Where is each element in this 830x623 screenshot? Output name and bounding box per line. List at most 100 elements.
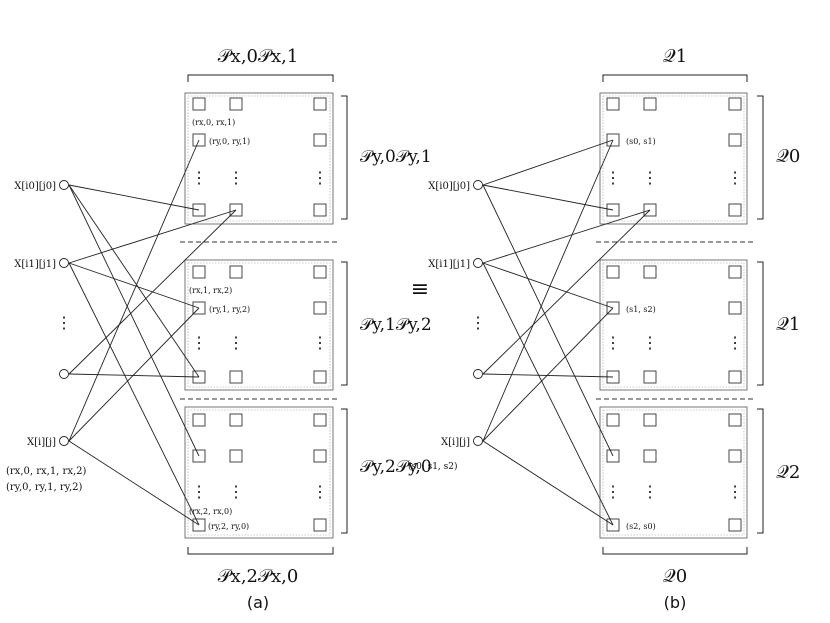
node-b [473,180,483,190]
node-b [473,369,483,379]
cell-a [192,97,206,111]
node-label-b: X[i][j] [441,437,470,448]
top-brace-b [602,74,748,82]
cell-a [313,413,327,427]
block-b-2-inner [602,262,745,388]
vdots-b: ⋮ [642,482,658,501]
cell-b [606,265,620,279]
cell-label-b: (s0, s1) [626,137,656,146]
side-label-b: 𝒬1 [776,314,800,335]
equivalence-symbol: ≡ [411,277,429,302]
vdots-b: ⋮ [642,333,658,352]
cell-b [728,133,742,147]
vdots-b: ⋮ [605,333,621,352]
cell-a [229,370,243,384]
node-note-b: (s0, s1, s2) [408,461,458,472]
vdots-a: ⋮ [312,168,328,187]
node-a [59,180,69,190]
cell-b [728,518,742,532]
cell-b [643,97,657,111]
bottom-brace-b [602,547,748,555]
cell-b [728,203,742,217]
vdots-a: ⋮ [191,482,207,501]
node-label-a: X[i0][j0] [14,181,56,192]
node-a [59,258,69,268]
cell-a [313,449,327,463]
cell-a [313,370,327,384]
block-b-3 [599,406,748,539]
node-a [59,436,69,446]
cell-b [643,370,657,384]
edges-b [482,139,651,526]
side-label-b: 𝒬2 [776,462,800,483]
top-label-a: 𝒫x,0𝒫x,1 [218,46,299,67]
cell-b [606,97,620,111]
node-label-a: ⋮ [56,313,72,332]
node-b [473,258,483,268]
block-a-3-inner [187,409,331,536]
cell-a [229,97,243,111]
block-b-3-inner [602,409,745,536]
cell-label-a: (rx,1, rx,2) [189,286,232,295]
side-brace-b-2 [757,261,764,386]
top-brace-a [187,74,334,82]
cell-label-b: (s1, s2) [626,305,656,314]
cell-b [643,449,657,463]
vdots-a: ⋮ [312,333,328,352]
bottom-label-b: 𝒬0 [663,566,687,587]
vdots-a: ⋮ [191,333,207,352]
side-brace-b-3 [757,408,764,534]
cell-b [643,413,657,427]
block-a-1 [184,92,334,225]
cell-b [728,301,742,315]
cell-label-a: (rx,0, rx,1) [192,118,235,127]
cell-label-a: (ry,2, ry,0) [208,522,249,531]
vdots-b: ⋮ [642,168,658,187]
bottom-brace-a [187,547,334,555]
cell-a [313,518,327,532]
cell-a [313,265,327,279]
cell-a [192,265,206,279]
cell-label-a: (ry,1, ry,2) [209,305,250,314]
side-label-a: 𝒫y,1𝒫y,2 [360,315,432,335]
tuple-label-a-1: (rx,0, rx,1, rx,2) [6,466,86,477]
node-label-b: ⋮ [470,313,486,332]
side-brace-a-3 [341,408,348,534]
node-label-b: X[i1][j1] [428,259,470,270]
cell-label-a: (ry,0, ry,1) [209,137,250,146]
vdots-a: ⋮ [191,168,207,187]
cell-a [313,301,327,315]
cell-b [606,413,620,427]
cell-a [229,413,243,427]
tuple-label-a-2: (ry,0, ry,1, ry,2) [6,482,83,493]
cell-a [229,265,243,279]
vdots-a: ⋮ [228,482,244,501]
vdots-a: ⋮ [228,168,244,187]
block-a-1-inner [187,95,331,222]
side-label-a: 𝒫y,0𝒫y,1 [360,147,432,167]
cell-a [313,133,327,147]
side-label-b: 𝒬0 [776,146,800,167]
block-a-2-inner [187,262,331,388]
vdots-b: ⋮ [727,333,743,352]
block-b-1 [599,92,748,225]
cell-a [313,97,327,111]
cell-b [728,265,742,279]
cell-a [229,449,243,463]
cell-label-a: (rx,2, rx,0) [189,507,232,516]
panel-a: 𝒫x,0𝒫x,1 [6,46,432,612]
node-label-a: X[i1][j1] [14,259,56,270]
cell-a [192,413,206,427]
caption-a: (a) [247,593,269,612]
cell-label-b: (s2, s0) [626,522,656,531]
cell-a [313,203,327,217]
block-a-3 [184,406,334,539]
side-brace-a-1 [341,95,348,220]
vdots-b: ⋮ [605,168,621,187]
side-brace-b-1 [757,95,764,220]
vdots-b: ⋮ [605,482,621,501]
block-b-1-inner [602,95,745,222]
cell-b [728,97,742,111]
block-a-2 [184,259,334,391]
cell-b [728,449,742,463]
